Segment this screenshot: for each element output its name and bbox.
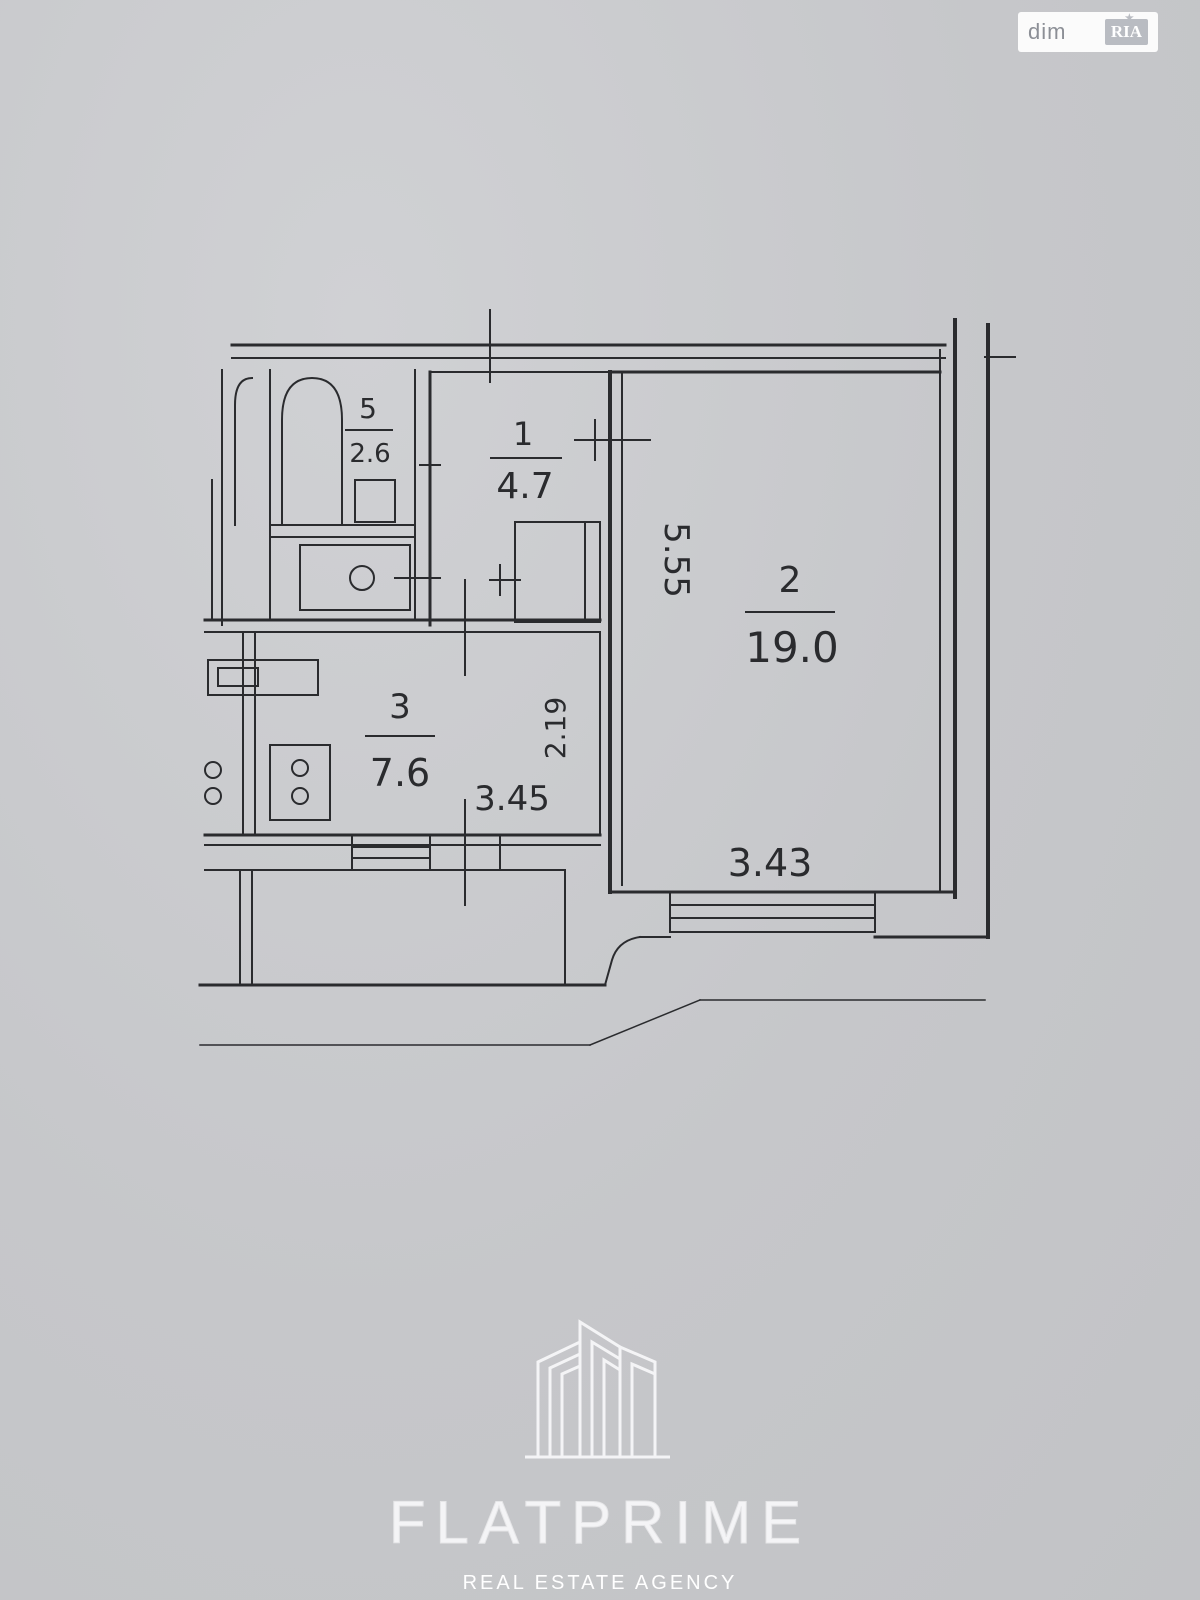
room-area: 19.0 <box>745 623 839 672</box>
dimension-room-width: 3.43 <box>728 841 813 885</box>
room-area: 7.6 <box>370 751 430 795</box>
room-number: 3 <box>389 687 411 727</box>
room-number: 5 <box>359 392 377 425</box>
room-number: 1 <box>513 415 533 453</box>
building-logo-icon <box>525 1319 670 1459</box>
agency-name: FLATPRIME <box>388 1489 812 1557</box>
room-area: 2.6 <box>349 439 390 469</box>
dimension-kitchen-height: 2.19 <box>539 697 572 759</box>
room-number: 2 <box>779 560 802 601</box>
dim-ria-watermark: dim ★RIA <box>1018 12 1158 52</box>
room-2-label: 2 19.0 <box>745 560 839 672</box>
dimension-kitchen-width: 3.45 <box>474 779 550 819</box>
room-5-label: 5 2.6 <box>345 392 393 469</box>
watermark-site: dim <box>1028 19 1067 44</box>
agency-tagline: REAL ESTATE AGENCY <box>462 1572 738 1594</box>
floor-plan: 5 2.6 1 4.7 2 19.0 3 7.6 5.55 2.19 3.45 … <box>198 309 1016 1046</box>
watermark-badge: ★RIA <box>1104 13 1148 45</box>
room-3-label: 3 7.6 <box>365 687 435 795</box>
dimension-corridor-height: 5.55 <box>656 522 696 598</box>
room-area: 4.7 <box>496 466 553 507</box>
room-1-label: 1 4.7 <box>490 415 562 507</box>
